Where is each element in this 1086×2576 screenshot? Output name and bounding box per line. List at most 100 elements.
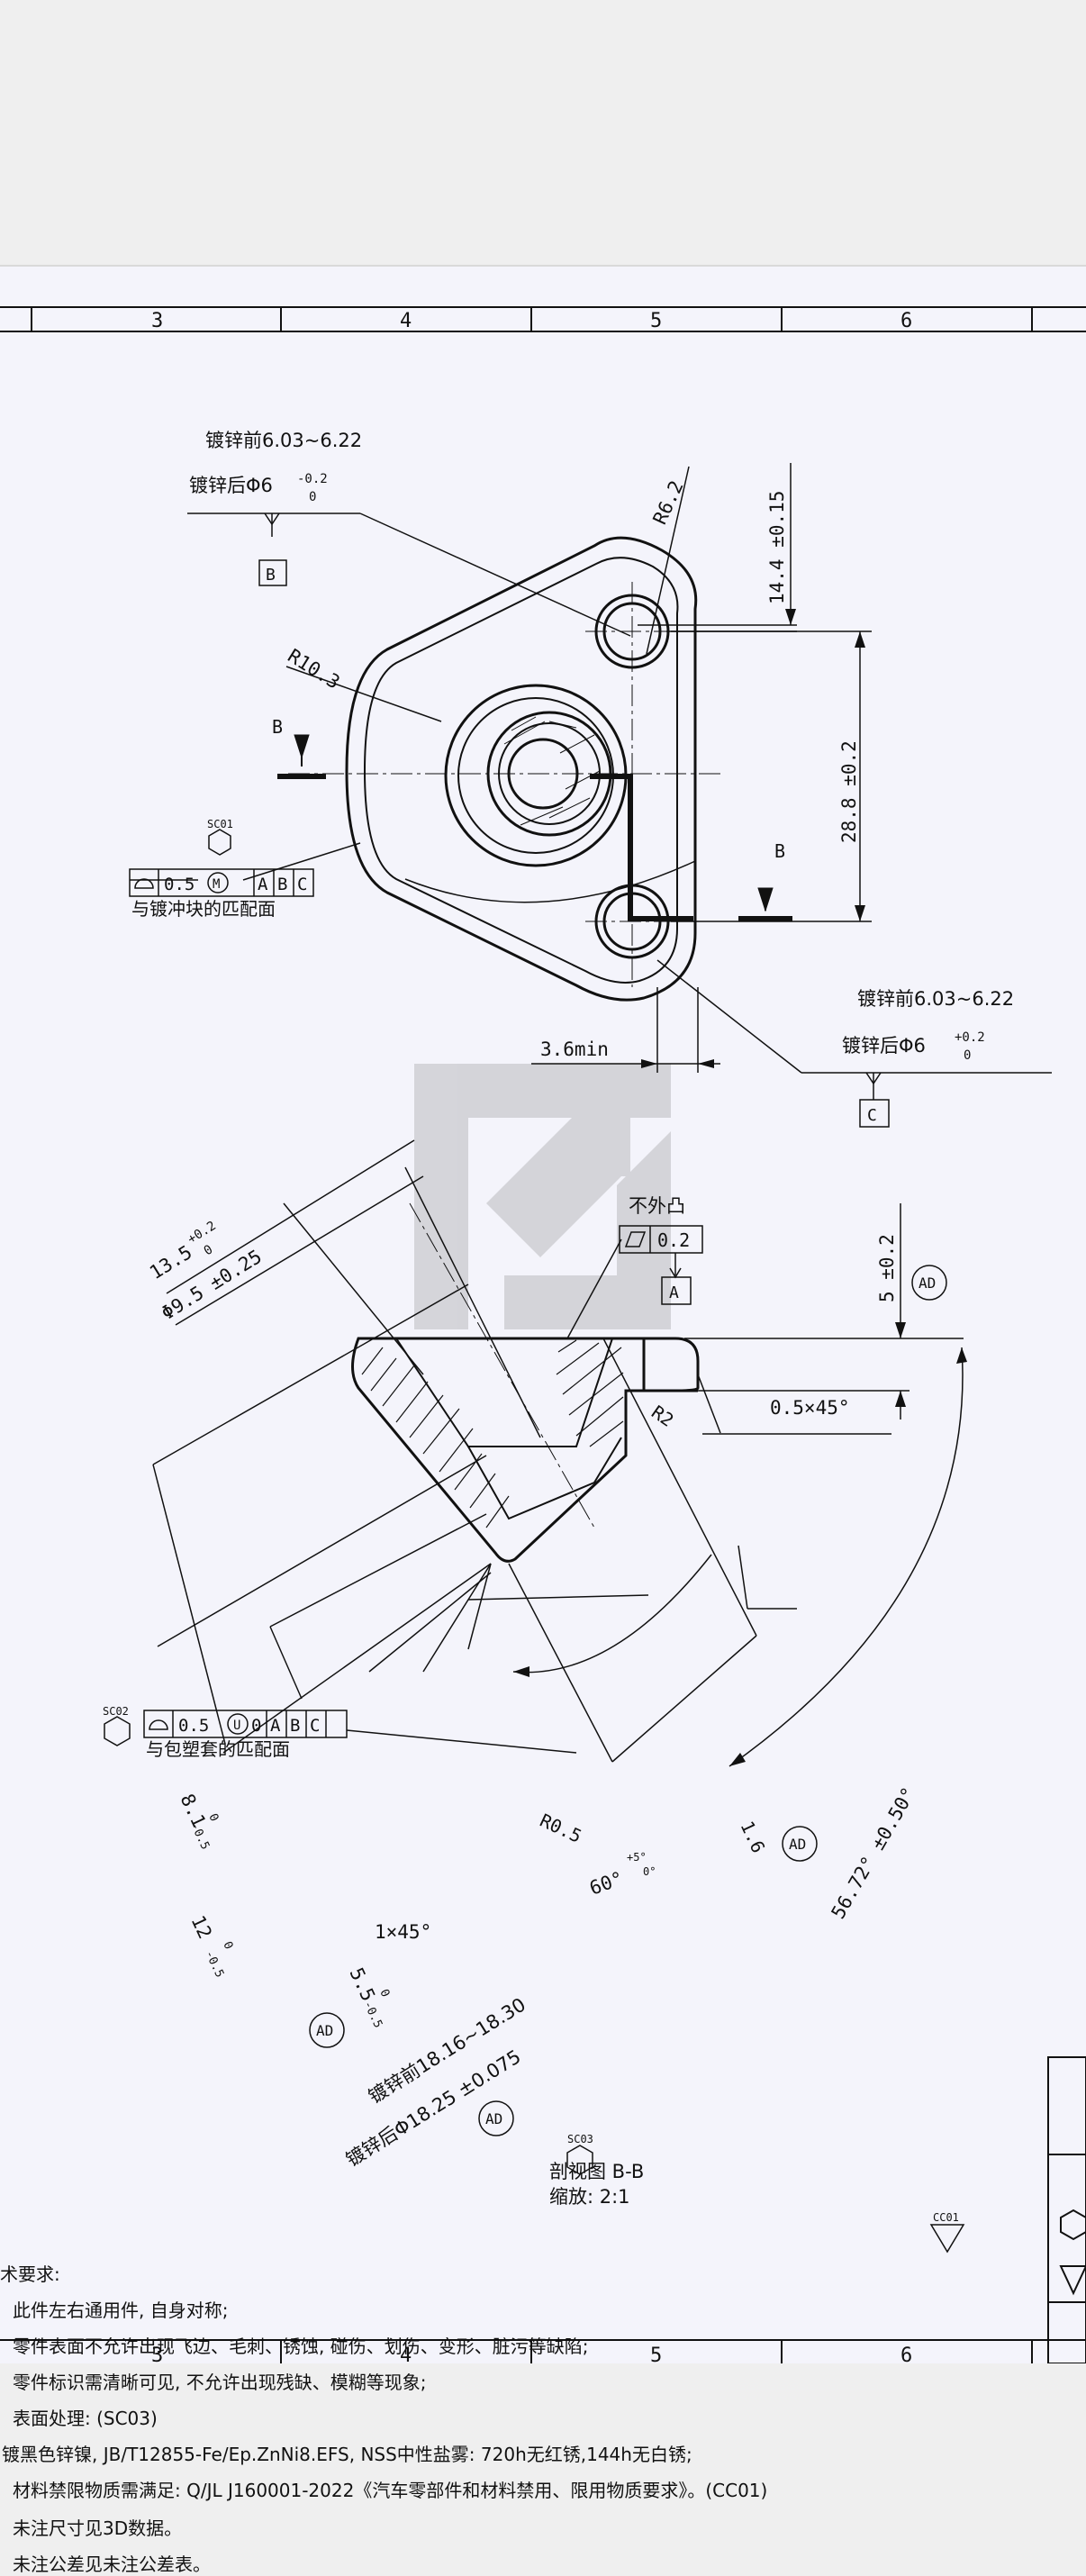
note-item-5: 镀黑色锌镍, JB/T12855-Fe/Ep.ZnNi8.EFS, NSS中性盐… [2, 2444, 692, 2465]
zone-label-top-5: 5 [650, 310, 662, 332]
fcf2-modifier: U [233, 1719, 240, 1733]
technical-drawing: 3 4 5 6 [0, 306, 1086, 2367]
zone-label-top-4: 4 [400, 310, 412, 332]
notes-heading: 术要求: [0, 2263, 60, 2285]
tol-c-lower: 0 [964, 1048, 971, 1063]
zone-label-top-6: 6 [900, 310, 912, 332]
plan-view-part [345, 536, 698, 1002]
flatness-value: 0.2 [657, 1229, 690, 1251]
ad-circle-1 [911, 1265, 947, 1301]
note-punch-mating: 与镀冲块的匹配面 [131, 898, 276, 920]
dim-12: 12 [186, 1912, 215, 1942]
fcf-profile-frame [129, 868, 314, 897]
sc03-label: SC03 [567, 2133, 593, 2145]
dim-13-5: 13.5 [146, 1241, 196, 1283]
angle-56-72: 56.72° ±0.50° [828, 1783, 920, 1922]
radius-6-2: R6.2 [649, 477, 688, 528]
dim-5-5-tol-l: -0.5 [360, 1999, 385, 2030]
note-item-1: 此件左右通用件, 自身对称; [13, 2299, 229, 2321]
fcf1-value: 0.5 [164, 875, 195, 894]
dim-14-4: 14.4 ±0.15 [766, 491, 788, 604]
dim-28-8: 28.8 ±0.2 [838, 740, 860, 843]
zone-label-bottom-5: 5 [650, 2345, 662, 2363]
plan-view-centerlines [288, 582, 720, 987]
section-view-arrowheads [513, 1322, 967, 1766]
datum-c-marker [859, 1072, 890, 1128]
fcf2-value: 0.5 [178, 1716, 209, 1736]
fcf1-datum-b: B [277, 875, 287, 894]
bottom-zone-border [0, 2339, 1086, 2363]
post-plating-b: 镀锌后Φ6 [189, 475, 273, 496]
ad-label-3: AD [316, 2022, 333, 2039]
tol-b-upper: -0.2 [297, 472, 328, 486]
top-zone-border [0, 306, 1086, 332]
cc01-label: CC01 [933, 2211, 959, 2224]
sc01-label: SC01 [207, 818, 233, 830]
note-item-3: 零件标识需清晰可见, 不允许出现残缺、模糊等现象; [13, 2372, 427, 2393]
section-mark-left: B [272, 716, 283, 738]
no-convex-note: 不外凸 [629, 1195, 685, 1217]
post-plating-c: 镀锌后Φ6 [842, 1035, 926, 1057]
section-view-part [351, 1337, 700, 1563]
drawing-sheet: 3 4 5 6 [0, 265, 1086, 2575]
fcf-flatness-frame [566, 1225, 703, 1339]
cc01-triangle-symbol [929, 2224, 965, 2254]
section-view-dimension-lines [152, 1139, 964, 1767]
title-block-edge [1047, 2056, 1086, 2364]
ad-circle-2 [782, 1826, 818, 1862]
angle-60-tol-u: +5° [627, 1851, 647, 1864]
chamfer-1: 1×45° [375, 1921, 431, 1943]
ad-label-2: AD [789, 1836, 806, 1853]
angle-60-tol-l: 0° [643, 1865, 656, 1878]
blank-header-area [0, 0, 1086, 263]
note-item-6: 材料禁限物质需满足: Q/JL J160001-2022《汽车零部件和材料禁用、… [13, 2480, 768, 2501]
section-view-hatch [361, 1339, 624, 1528]
dim-1-6: 1.6 [736, 1818, 769, 1856]
radius-2: R2 [647, 1401, 678, 1430]
dim-13-5-tol-u: +0.2 [186, 1219, 219, 1247]
fcf2-datum-b: B [290, 1716, 300, 1736]
sc03-hex-symbol [566, 2145, 593, 2175]
dim-5-5-tol-u: 0 [376, 1987, 392, 1999]
section-mark-right: B [774, 840, 785, 862]
dim-12-tol-l: -0.5 [202, 1948, 226, 1980]
datum-a-label: A [669, 1283, 679, 1302]
note-item-2: 零件表面不允许出现飞边、毛刺、锈蚀, 碰伤、划伤、变形、脏污等缺陷; [13, 2336, 589, 2357]
note-plastic-mating: 与包塑套的匹配面 [146, 1738, 290, 1760]
watermark-logo [414, 1064, 671, 1329]
fcf2-extra: 0 [251, 1716, 261, 1736]
tol-b-lower: 0 [309, 490, 316, 504]
note-item-4: 表面处理: (SC03) [13, 2408, 158, 2429]
section-caption: 剖视图 B-B [549, 2161, 644, 2182]
ad-label-4: AD [485, 2110, 502, 2127]
sc01-hex-symbol [208, 829, 231, 856]
dim-5-5: 5.5 [345, 1964, 379, 2005]
dim-5: 5 ±0.2 [876, 1234, 898, 1302]
ad-circle-3 [309, 2012, 345, 2048]
fcf1-modifier: M [213, 877, 220, 892]
scale-caption: 缩放: 2:1 [549, 2186, 630, 2208]
note-item-8: 未注公差见未注公差表。 [13, 2553, 211, 2575]
dim-12-tol-u: 0 [220, 1939, 235, 1951]
ad-circle-4 [478, 2100, 514, 2136]
fcf2-datum-c: C [310, 1716, 320, 1736]
plan-view-arrowheads [641, 609, 865, 1068]
dim-13-5-tol-l: 0 [202, 1242, 216, 1258]
fcf-profile-frame-2 [143, 1710, 577, 1754]
ad-label-1: AD [919, 1274, 936, 1292]
sc02-hex-symbol [104, 1716, 131, 1746]
fcf1-datum-c: C [297, 875, 307, 894]
chamfer-0-5: 0.5×45° [770, 1397, 850, 1419]
angle-60: 60° [587, 1867, 627, 1900]
sc02-label: SC02 [103, 1705, 129, 1718]
fcf1-datum-a: A [258, 875, 268, 894]
note-item-7: 未注尺寸见3D数据。 [13, 2517, 183, 2539]
zone-label-top-3: 3 [151, 310, 163, 332]
section-view-centerline [409, 1202, 595, 1528]
fcf2-datum-a: A [270, 1716, 281, 1736]
dim-8-1-tol-u: 0 [205, 1811, 221, 1823]
tol-c-upper: +0.2 [955, 1030, 985, 1045]
section-cutting-plane [277, 734, 792, 921]
dim-8-1-tol-l: -0.5 [187, 1820, 212, 1852]
datum-c-label: C [867, 1106, 877, 1125]
